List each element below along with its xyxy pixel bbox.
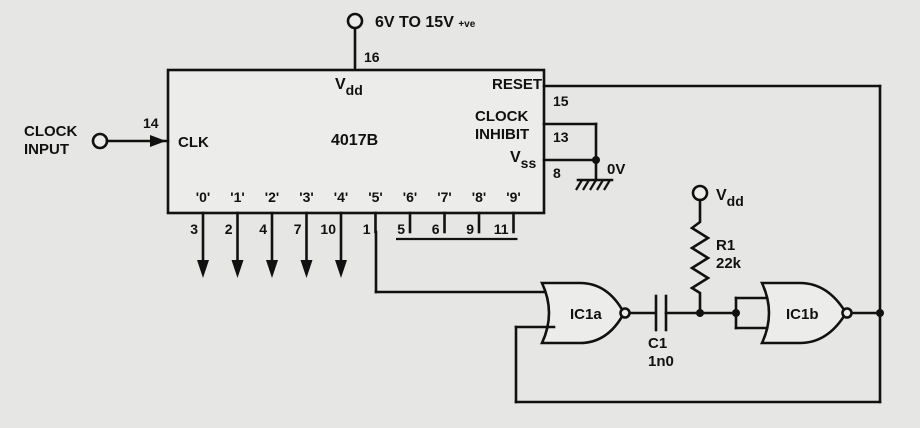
output-pin-number-9: 11 [494, 221, 509, 237]
clock-input-label-line2: INPUT [24, 141, 69, 158]
chip-vss-label: Vss [510, 149, 536, 171]
ic1b-input-junction-dot [732, 309, 740, 317]
supply-terminal [346, 12, 364, 30]
r1-value: 22k [716, 255, 742, 272]
r1-name: R1 [716, 237, 735, 254]
capacitor-c1 [654, 294, 668, 332]
ground-icon [575, 178, 614, 191]
pin-8-label: 8 [553, 165, 561, 181]
ic1a-nor-gate [539, 281, 626, 345]
output-label-7: '7' [437, 189, 451, 205]
output-arrow-icon-4 [335, 260, 347, 278]
output-arrow-icon-0 [197, 260, 209, 278]
output-pin-number-5: 1 [363, 221, 371, 237]
output-pin-number-4: 10 [320, 221, 336, 237]
ic1b-label: IC1b [786, 306, 819, 323]
c1-value: 1n0 [648, 353, 674, 370]
output-label-5: '5' [368, 189, 382, 205]
pin-13-label: 13 [553, 129, 569, 145]
output-label-4: '4' [334, 189, 348, 205]
ic1a-label: IC1a [570, 306, 602, 323]
resistor-r1 [689, 198, 711, 315]
clock-input-terminal [91, 132, 109, 150]
chip-clk-label: CLK [178, 134, 209, 151]
pin-16-label: 16 [364, 49, 380, 65]
output-label-3: '3' [299, 189, 313, 205]
r1-junction-dot [696, 309, 704, 317]
output-pins: 3 2 4 7 10 1 5 6 9 11 [190, 211, 518, 278]
output-label-2: '2' [265, 189, 279, 205]
clock-input-arrow [150, 135, 166, 147]
chip-4017b-body [166, 68, 546, 215]
output-arrow-icon-3 [300, 260, 313, 278]
output-label-9: '9' [506, 189, 520, 205]
output-pin-number-0: 3 [190, 221, 198, 237]
pin-14-label: 14 [143, 115, 159, 131]
output-arrow-icon-2 [266, 260, 278, 278]
output-pin-number-2: 4 [259, 221, 267, 237]
output-pin-number-7: 6 [432, 221, 440, 237]
ic1a-output-bubble [619, 307, 631, 319]
output-label-1: '1' [230, 189, 244, 205]
chip-reset-label: RESET [492, 76, 542, 93]
supply-label: 6V TO 15V +ve [375, 14, 476, 31]
chip-name: 4017B [331, 132, 378, 149]
output-label-6: '6' [403, 189, 417, 205]
ground-label: 0V [607, 161, 625, 178]
r1-vdd-label: Vdd [716, 187, 744, 209]
output-pin-number-3: 7 [294, 221, 302, 237]
vdd-terminal [691, 184, 709, 202]
output-label-8: '8' [472, 189, 486, 205]
chip-clock-inhibit-line1: CLOCK [475, 108, 528, 125]
right-rail-junction-dot [876, 309, 884, 317]
ic1b-output-bubble [841, 307, 853, 319]
output-pin-number-6: 5 [397, 221, 405, 237]
pin-15-label: 15 [553, 93, 569, 109]
ic1b-nor-gate [759, 281, 848, 345]
output-pin-number-1: 2 [225, 221, 233, 237]
output-arrow-icon-1 [231, 260, 244, 278]
output-labels: '0' '1' '2' '3' '4' '5' '6' '7' '8' '9' [196, 189, 521, 205]
c1-name: C1 [648, 335, 667, 352]
output-pin-number-8: 9 [466, 221, 474, 237]
chip-clock-inhibit-line2: INHIBIT [475, 126, 529, 143]
clock-input-label-line1: CLOCK [24, 123, 77, 140]
chip-vdd-label: Vdd [335, 76, 363, 98]
output-label-0: '0' [196, 189, 210, 205]
